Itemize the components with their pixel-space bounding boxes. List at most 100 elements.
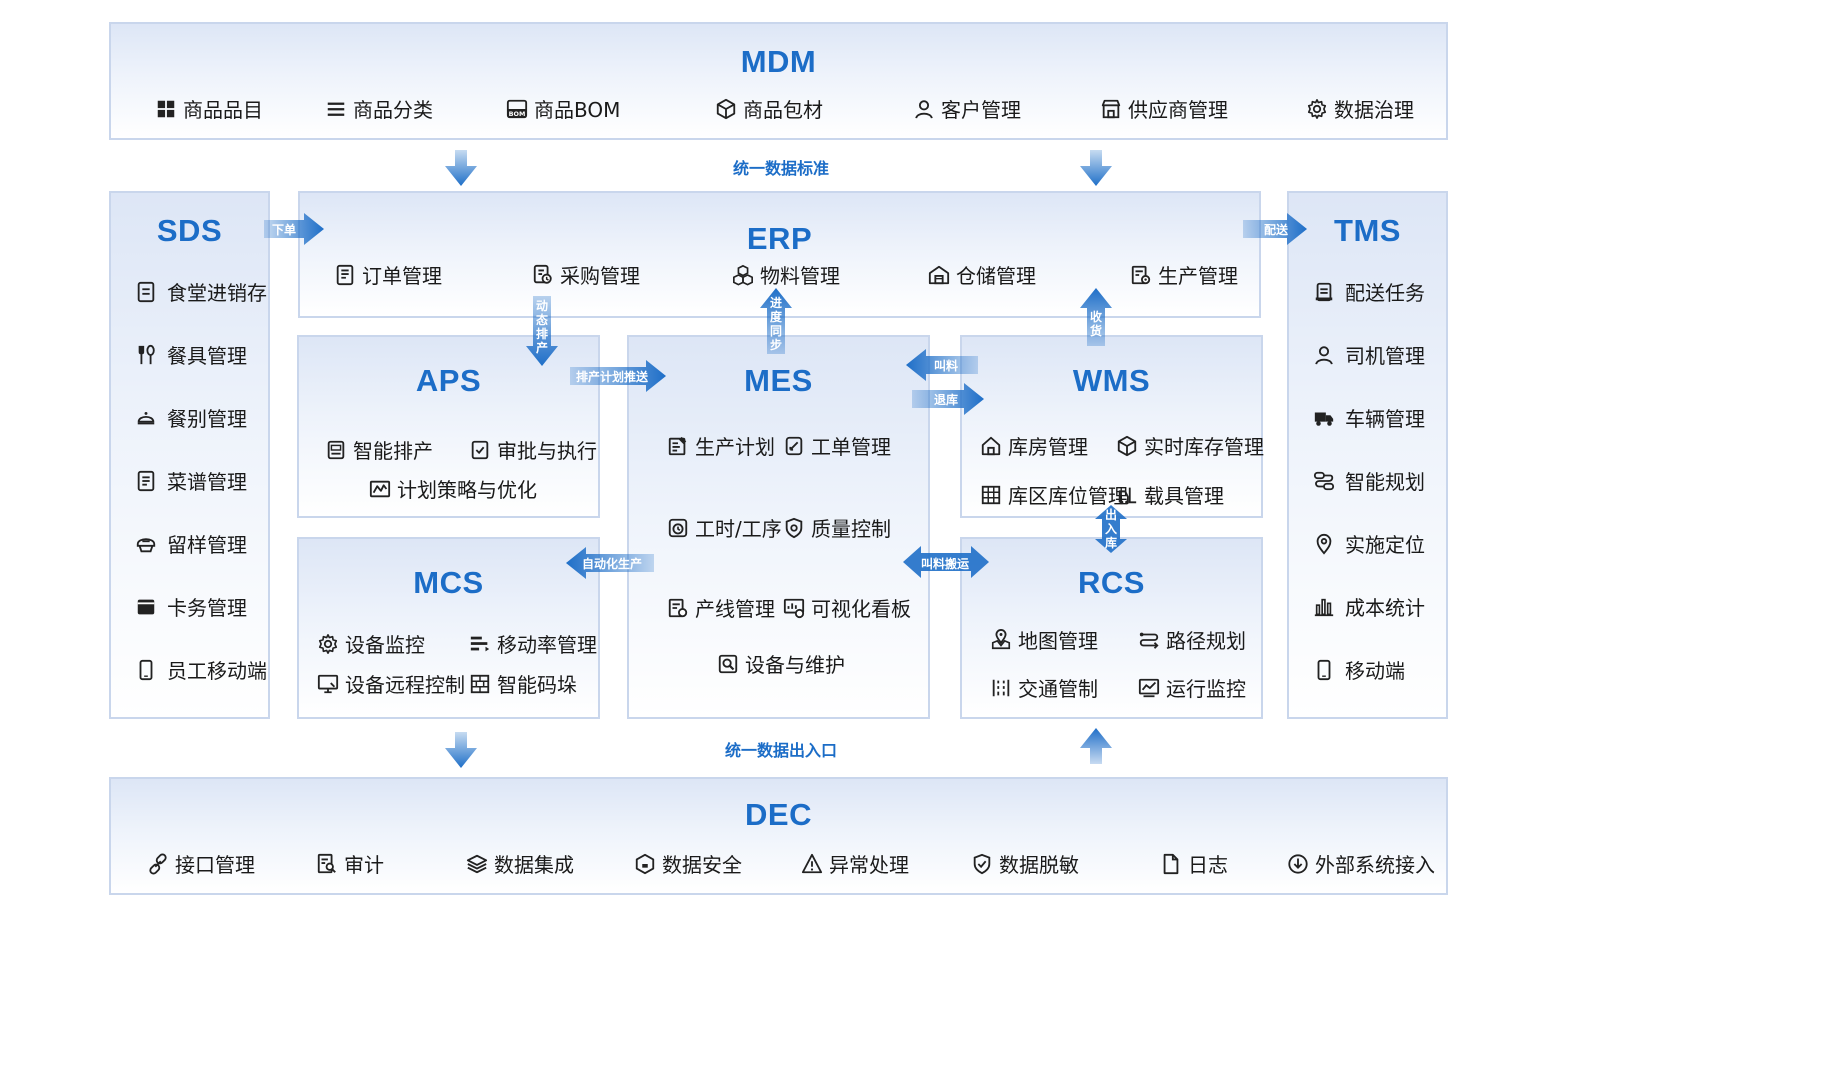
mdm-title: MDM [740,44,817,79]
dec-item-masking: 数据脱敏 [971,849,1079,878]
mcs-item-remote: 设备远程控制 [317,669,465,698]
bar-chart-icon [1313,596,1335,618]
sds-item-mobile: 员工移动端 [135,655,267,684]
tms-panel: TMS 配送任务 司机管理 车辆管理 智能规划 实施定位 成本统计 移动端 [1287,191,1448,719]
mcs-panel: MCS 设备监控 移动率管理 设备远程控制 智能码垛 [297,537,600,719]
deliver-arrow [1243,213,1307,245]
in-out-arrow [1095,505,1127,553]
wms-item-location: 库区库位管理 [980,480,1128,509]
erp-item-warehouse: 仓储管理 [928,260,1036,289]
sds-item-sample: 留样管理 [135,529,247,558]
aps-item-smart-schedule: 智能排产 [325,435,433,464]
progress-sync-label: 进度同步 [769,296,782,352]
erp-title: ERP [746,221,813,256]
rcs-item-run-monitor: 运行监控 [1138,673,1246,702]
sds-item-recipe: 菜谱管理 [135,466,247,495]
order-icon [334,264,356,286]
rcs-item-path: 路径规划 [1138,625,1246,654]
gear-icon [1306,98,1328,120]
erp-item-production: 生产管理 [1130,260,1238,289]
schedule-icon [325,439,347,461]
unified-standard-label: 统一数据标准 [733,159,830,178]
sds-item-inventory: 食堂进销存 [135,277,267,306]
aps-panel: APS 智能排产 审批与执行 计划策略与优化 [297,335,600,518]
store-icon [1100,98,1122,120]
erp-item-purchase: 采购管理 [532,260,640,289]
mdm-item-supplier: 供应商管理 [1100,94,1228,123]
traffic-icon [990,677,1012,699]
mdm-down-arrow-right [1080,150,1112,186]
work-order-icon [783,435,805,457]
mdm-item-product-catalog: 商品品目 [155,94,263,123]
mdm-down-arrow-left [445,150,477,186]
mdm-item-packaging: 商品包材 [715,94,823,123]
user-icon [913,98,935,120]
aps-item-approve: 审批与执行 [469,435,597,464]
sds-panel: SDS 食堂进销存 餐具管理 餐别管理 菜谱管理 留样管理 卡务管理 员工移动端 [109,191,270,719]
auto-production-label: 自动化生产 [582,557,643,571]
schedule-push-arrow [570,360,666,392]
dish-icon [135,407,157,429]
tms-item-driver: 司机管理 [1313,340,1425,369]
deliver-arrow-label: 配送 [1264,223,1289,237]
aps-item-strategy: 计划策略与优化 [369,474,537,503]
auto-production-arrow [566,547,654,579]
dec-item-interface: 接口管理 [147,849,255,878]
aps-title: APS [415,363,482,398]
warning-icon [801,853,823,875]
menu-icon [135,470,157,492]
dec-title: DEC [745,797,812,832]
mdm-item-customer: 客户管理 [913,94,1021,123]
list-icon [325,98,347,120]
mes-item-plan: 生产计划 [667,431,775,460]
sample-icon [135,533,157,555]
call-material-arrow [906,349,978,381]
path-icon [1138,629,1160,651]
card-icon [135,596,157,618]
warehouse-icon [928,264,950,286]
call-material-label: 叫料 [934,359,959,373]
dec-down-arrow [445,732,477,768]
progress-sync-arrow [760,288,792,354]
tms-item-cost: 成本统计 [1313,592,1425,621]
mcs-item-palletizing: 智能码垛 [469,669,577,698]
approve-icon [469,439,491,461]
mes-item-dashboard: 可视化看板 [783,593,911,622]
security-icon [634,853,656,875]
mcs-item-monitor: 设备监控 [317,629,425,658]
import-icon [1287,853,1309,875]
receive-arrow [1080,288,1112,346]
driver-icon [1313,344,1335,366]
rate-icon [469,633,491,655]
mdm-panel: MDM 商品品目 商品分类 商品BOM 商品包材 客户管理 供应商管理 数据治理 [109,22,1448,140]
mes-panel: MES 生产计划 工单管理 工时/工序 质量控制 产线管理 可视化看板 设备与维… [627,335,930,719]
cube-icon [1116,435,1138,457]
sds-item-tableware: 餐具管理 [135,340,247,369]
in-out-label: 出入库 [1104,508,1117,550]
grid-area-icon [980,484,1002,506]
wms-item-storeroom: 库房管理 [980,431,1088,460]
link-icon [147,853,169,875]
forklift-icon [1116,484,1138,506]
route-icon [1313,470,1335,492]
clock-icon [667,517,689,539]
order-arrow-label: 下单 [272,223,297,237]
dec-item-log: 日志 [1160,849,1228,878]
purchase-icon [532,264,554,286]
materials-icon [732,264,754,286]
utensils-icon [135,344,157,366]
phone-icon [135,659,157,681]
dec-item-integration: 数据集成 [466,849,574,878]
dec-up-arrow [1080,728,1112,764]
mdm-item-product-bom: 商品BOM [506,94,620,123]
file-icon [1160,853,1182,875]
sds-title: SDS [156,213,223,248]
rcs-title: RCS [1078,565,1145,600]
mes-item-maintenance: 设备与维护 [717,649,845,678]
call-transport-arrow [903,546,989,578]
rcs-item-map: 地图管理 [990,625,1098,654]
dashboard-icon [783,597,805,619]
phone-icon [1313,659,1335,681]
wms-title: WMS [1072,363,1151,398]
rcs-item-traffic: 交通管制 [990,673,1098,702]
